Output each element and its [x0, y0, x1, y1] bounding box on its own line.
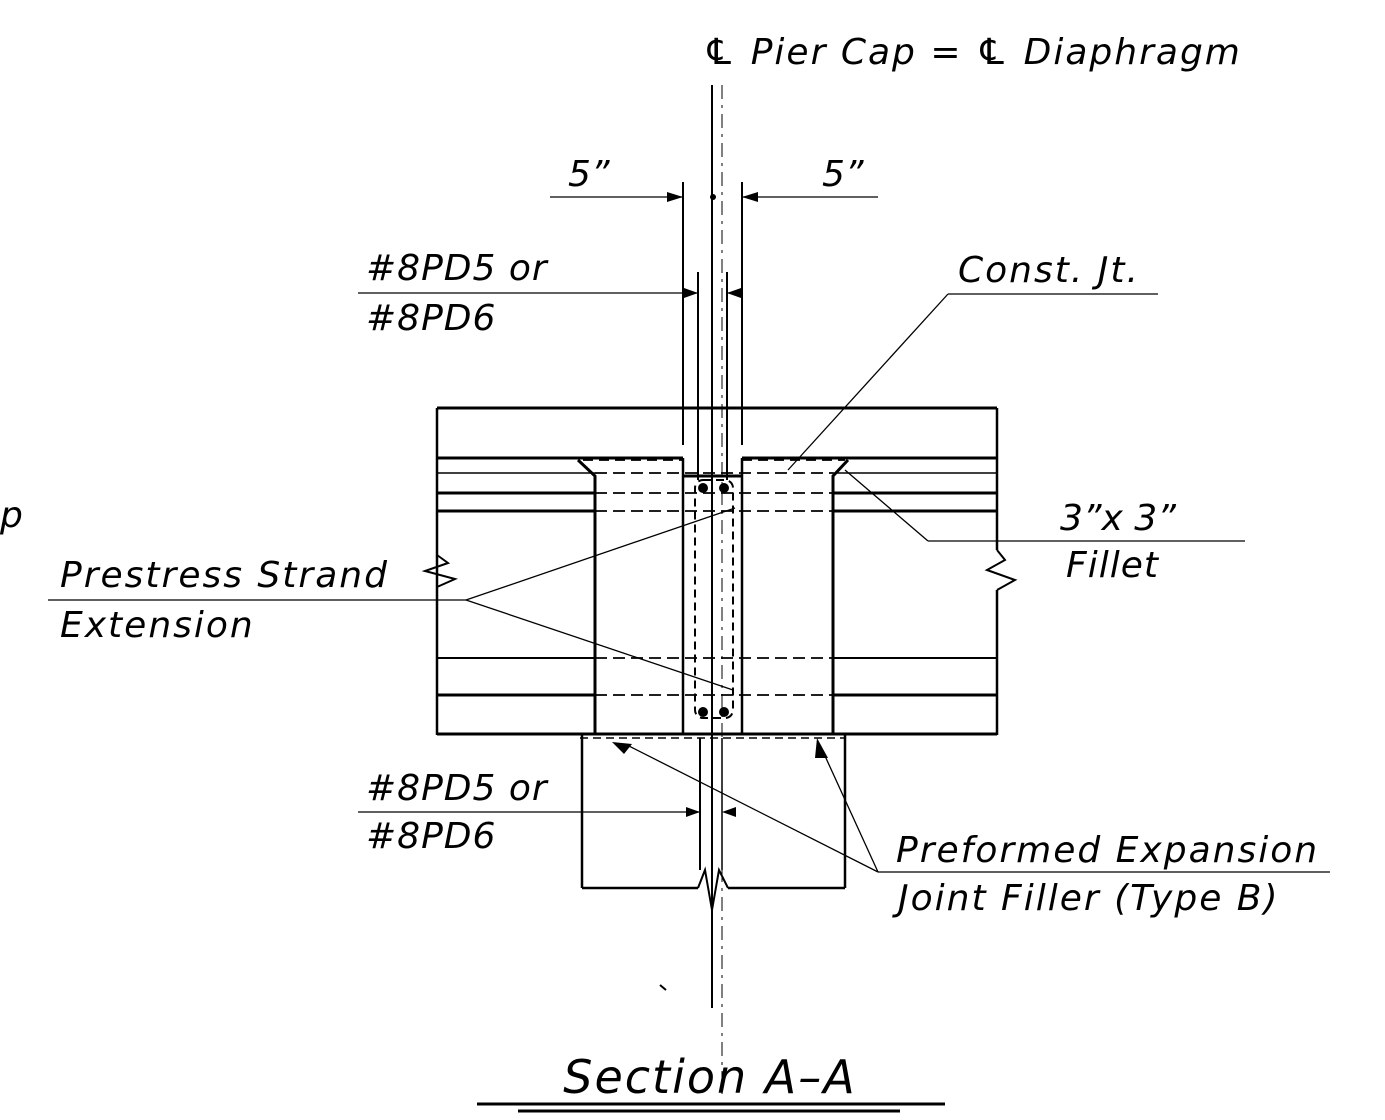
section-title-block: Section A–A	[477, 1050, 945, 1113]
girder-strands	[437, 456, 997, 697]
bottom-bar-leader	[358, 807, 736, 817]
dim-left-label: 5”	[568, 154, 610, 195]
top-bar-leader	[358, 272, 741, 480]
top-bar-label-1: #8PD5 or	[366, 248, 549, 289]
const-jt-leader	[787, 293, 1158, 471]
filler-label-2: Joint Filler (Type B)	[892, 878, 1280, 919]
dim-right-label: 5”	[822, 154, 864, 195]
diaphragm	[576, 458, 850, 734]
filler-leader	[612, 738, 1330, 873]
fillet-leader	[844, 469, 1245, 542]
dimension-5in	[550, 182, 878, 445]
fillet-label-2: Fillet	[1066, 545, 1160, 586]
section-title: Section A–A	[563, 1050, 856, 1104]
centerline-label: ℄ Pier Cap = ℄ Diaphragm	[703, 32, 1242, 73]
bottom-bar-label-1: #8PD5 or	[366, 768, 549, 809]
bottom-bar-label-2: #8PD6	[366, 816, 496, 857]
left-edge-fragment: p	[0, 495, 23, 536]
centerline	[711, 85, 723, 1100]
girder-outline	[421, 406, 1018, 736]
strand-leader	[48, 507, 736, 691]
strand-label-1: Prestress Strand	[60, 555, 389, 596]
const-jt-label: Const. Jt.	[958, 250, 1140, 291]
fillet-label-1: 3”x 3”	[1060, 498, 1176, 539]
filler-label-1: Preformed Expansion	[896, 830, 1319, 871]
pier-cap	[580, 732, 847, 911]
strand-label-2: Extension	[60, 605, 255, 646]
top-bar-label-2: #8PD6	[366, 298, 496, 339]
